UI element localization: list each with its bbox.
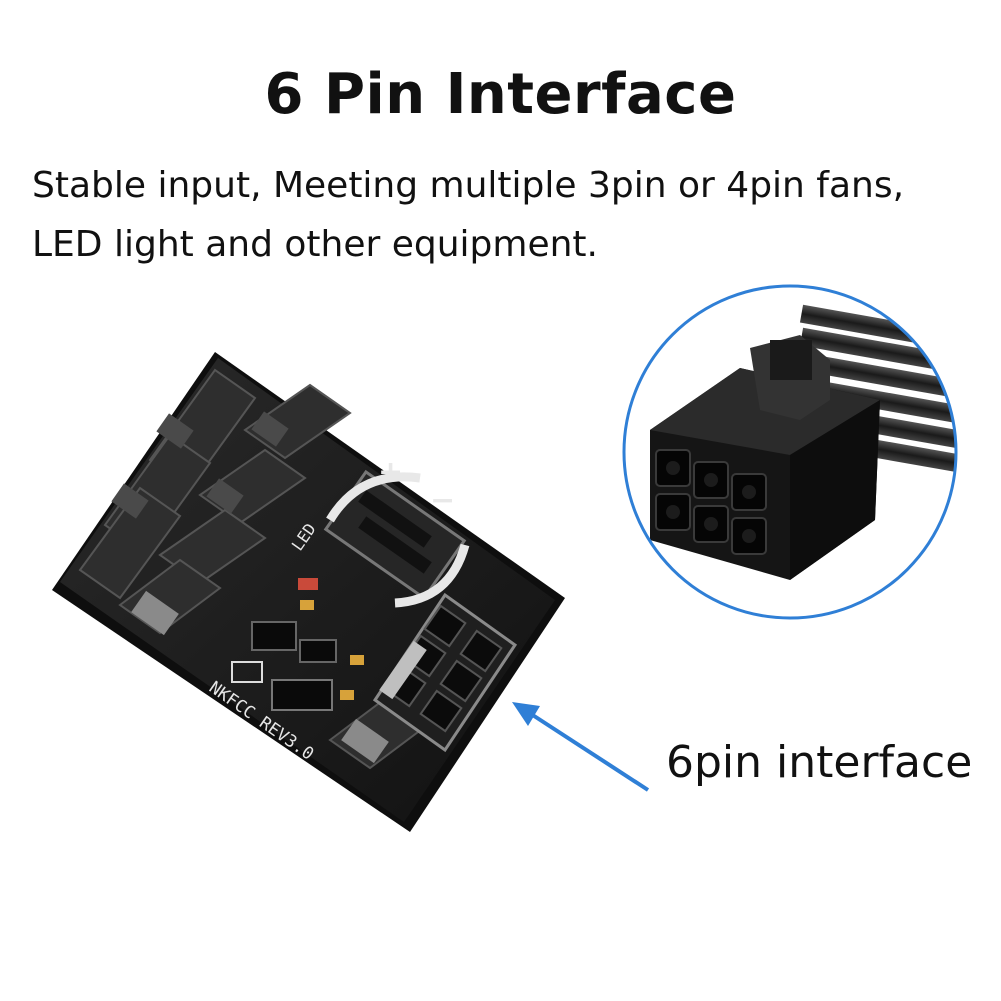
board-components: [231, 578, 364, 711]
connector-closeup: [622, 284, 958, 620]
page-title: 6 Pin Interface: [264, 62, 737, 127]
description-line-1: Stable input, Meeting multiple 3pin or 4…: [32, 165, 905, 206]
polarity-plus-label: +: [378, 455, 403, 490]
closeup-ring: [622, 284, 958, 620]
description-line-2: LED light and other equipment.: [32, 224, 598, 265]
callout-arrow: [512, 702, 650, 792]
polarity-minus-label: −: [430, 483, 455, 518]
six-pin-socket: [372, 592, 518, 753]
six-pin-callout-label: 6pin interface: [666, 737, 973, 788]
fan-hub-board: + − LED NKFCC REV3.0: [52, 352, 565, 832]
power-connector: [323, 469, 470, 608]
